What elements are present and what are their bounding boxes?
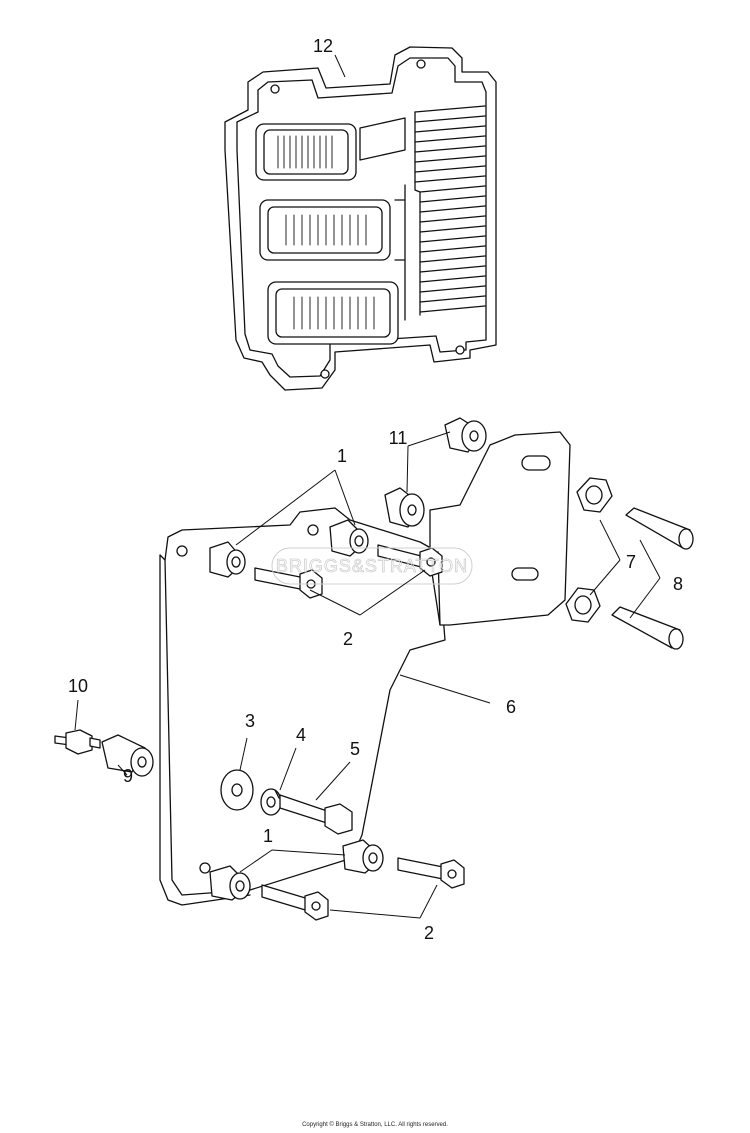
spacer-top-right <box>329 519 369 557</box>
ecu-connector-middle <box>259 199 391 261</box>
callout-1-top: 1 <box>337 446 347 466</box>
callout-5: 5 <box>350 739 360 759</box>
callout-3: 3 <box>245 711 255 731</box>
watermark-text: BRIGGS&STRATTON <box>276 556 468 576</box>
bolt-bottom-left <box>261 884 329 921</box>
ecu-heatsink <box>359 105 486 321</box>
grommet-top <box>444 417 487 453</box>
grommet-bottom <box>384 487 425 528</box>
callout-2-top: 2 <box>343 629 353 649</box>
callout-6: 6 <box>506 697 516 717</box>
standoff-spacer <box>101 734 154 777</box>
hex-bolt <box>279 794 353 835</box>
copyright-notice: Copyright © Briggs & Stratton, LLC. All … <box>302 1122 448 1128</box>
flat-washer <box>220 769 254 811</box>
callout-9: 9 <box>123 766 133 786</box>
bolt-bottom-right <box>397 857 465 889</box>
lock-washer <box>260 788 282 816</box>
callout-7: 7 <box>626 552 636 572</box>
callout-10: 10 <box>68 676 88 696</box>
callout-11: 11 <box>389 428 408 448</box>
ecu-module <box>224 46 497 391</box>
spacer-top-left <box>209 541 246 578</box>
flange-nut-top <box>576 477 613 513</box>
callout-4: 4 <box>296 725 306 745</box>
watermark-logo: BRIGGS&STRATTON <box>271 547 473 585</box>
callout-8: 8 <box>673 574 683 594</box>
stud-nut <box>54 729 101 755</box>
ecu-connector-bottom <box>267 281 399 345</box>
dowel-pin-top <box>625 507 694 550</box>
callout-2-bottom: 2 <box>424 923 434 943</box>
callout-12: 12 <box>313 36 333 56</box>
dowel-pin-bottom <box>611 606 684 650</box>
callouts: 12 1 11 2 6 7 8 10 3 4 5 9 1 2 <box>68 36 683 943</box>
leader-lines <box>74 54 661 919</box>
bolt-top-right <box>377 544 443 577</box>
callout-1-bottom: 1 <box>263 826 273 846</box>
mounting-bracket <box>159 431 571 906</box>
ecu-connector-top <box>255 123 357 181</box>
flange-nut-bottom <box>565 587 601 623</box>
spacer-bottom-left <box>209 865 251 901</box>
spacer-bottom-right <box>342 839 384 874</box>
